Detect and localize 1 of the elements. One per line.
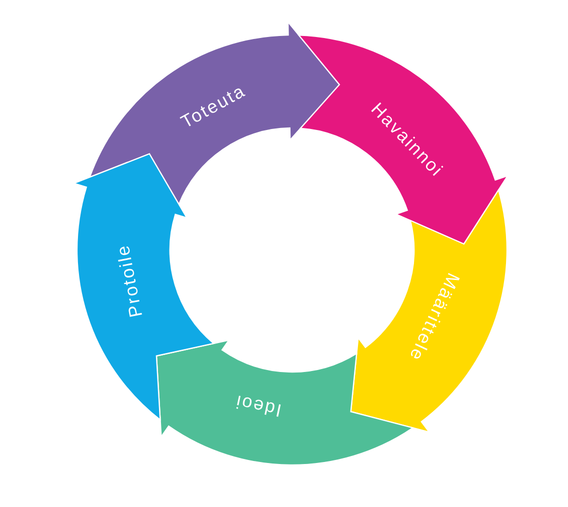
- ring-segment: Protoile: [73, 153, 214, 420]
